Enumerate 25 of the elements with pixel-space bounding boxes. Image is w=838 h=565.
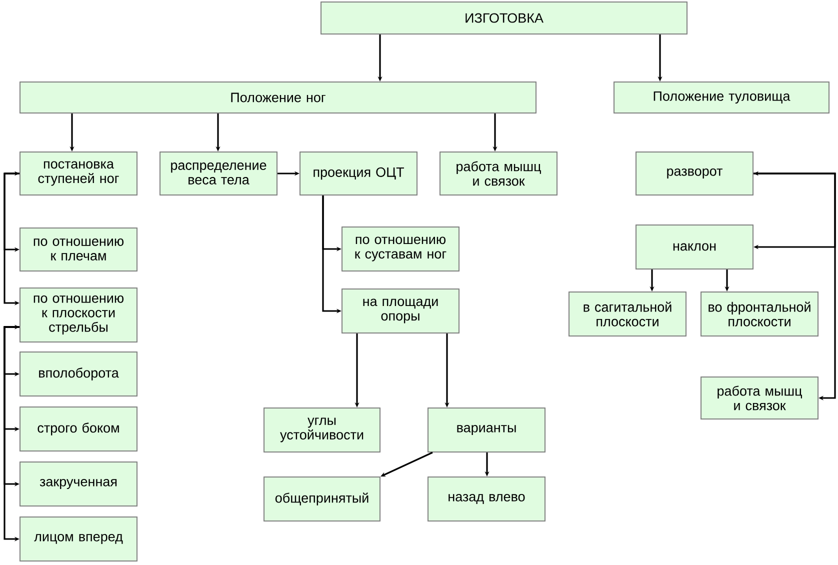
arrow [754,172,836,400]
process-box: закрученная [20,462,138,506]
process-box: углы устойчивости [264,408,380,452]
process-box: на площади опоры [342,288,460,334]
process-box: по отношению к плечам [20,228,138,272]
process-box: работа мышц и связок [700,376,818,420]
process-box: ИЗГОТОВКА [320,2,688,34]
process-box: лицом вперед [20,516,138,562]
process-box: Положение туловища [614,82,830,114]
process-box: назад влево [428,476,546,522]
process-box: во фронтальной плоскости [700,292,818,336]
process-box: проекция ОЦТ [300,152,418,196]
process-box: Положение ног [20,82,536,114]
process-box: работа мышц и связок [440,152,558,196]
process-box: строго боком [20,406,138,452]
process-box: распределение веса тела [160,152,278,196]
process-box: в сагитальной плоскости [568,292,686,336]
process-box: варианты [428,408,546,452]
process-box: вполоборота [20,352,138,396]
process-box: по отношению к суставам ног [342,226,460,272]
process-box: постановка ступеней ног [20,152,138,196]
process-box: наклон [636,224,754,270]
process-box: разворот [636,152,754,196]
process-box: по отношению к плоскости стрельбы [20,288,138,342]
process-box: общепринятый [264,476,380,522]
